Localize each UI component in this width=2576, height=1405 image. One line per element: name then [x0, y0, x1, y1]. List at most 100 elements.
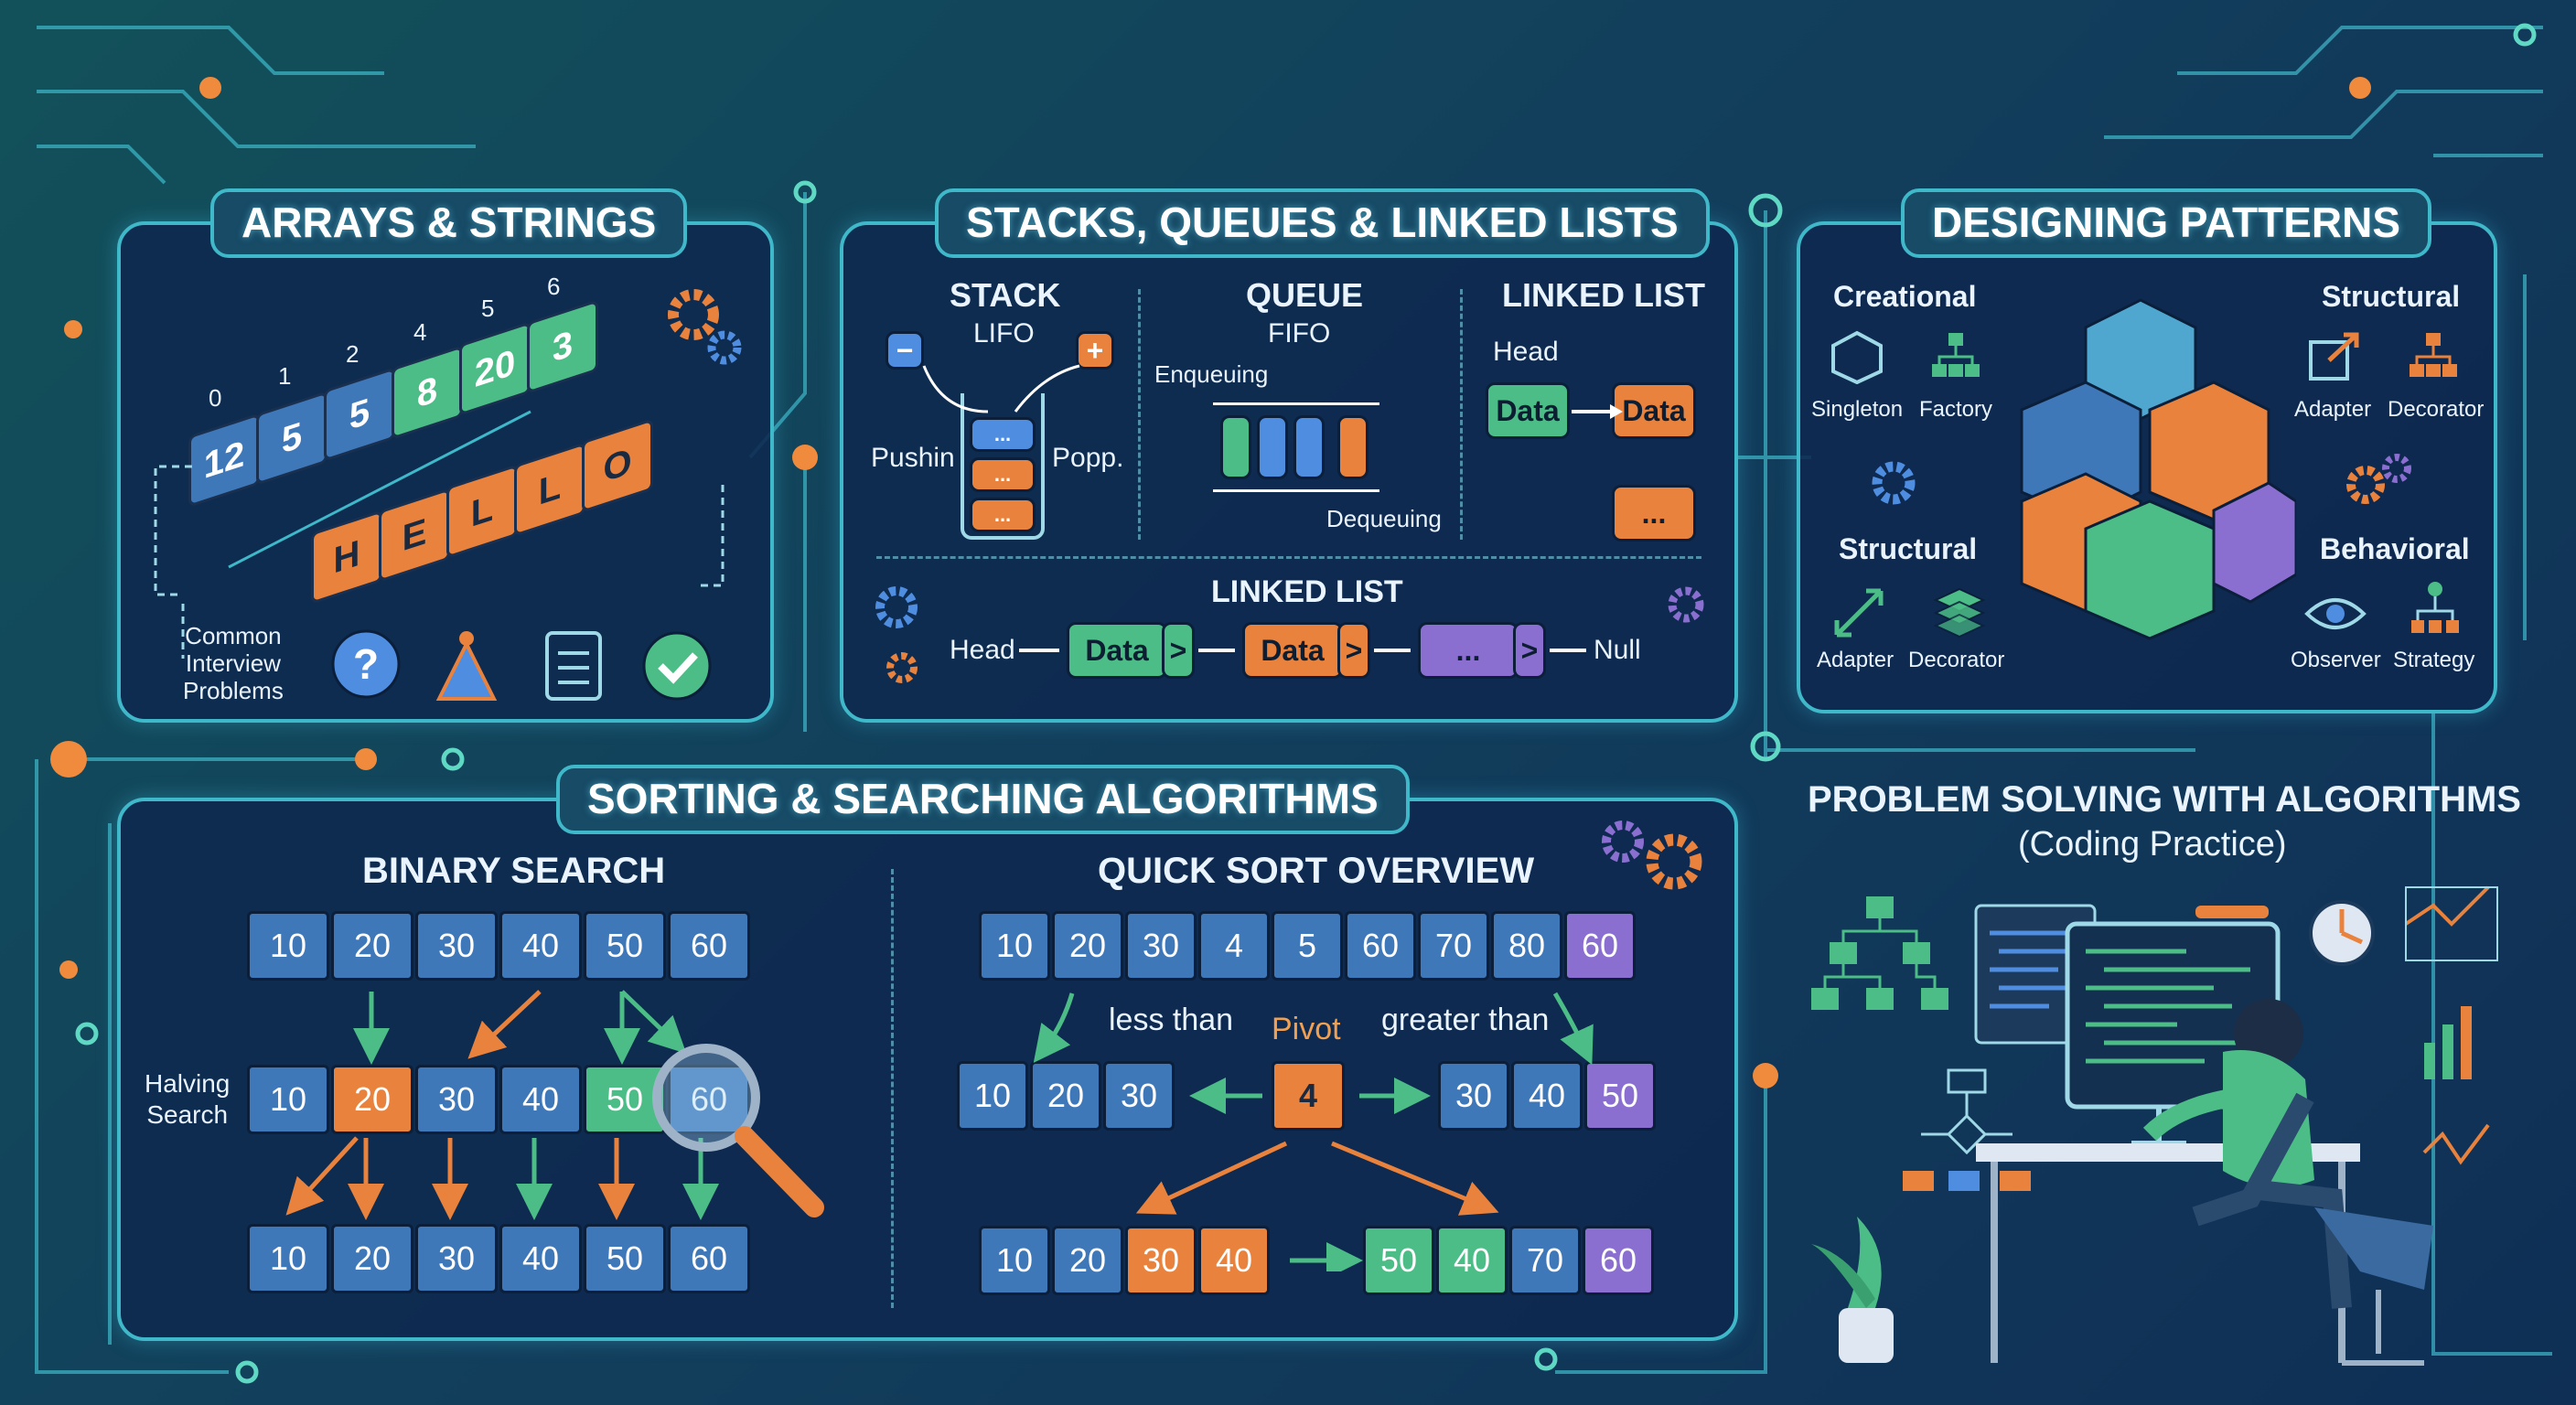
gear-icon: [1602, 820, 1702, 890]
gear-icon: [875, 586, 918, 683]
stacks-divider: [876, 556, 1701, 559]
structural-left-label: Structural: [1839, 532, 1978, 565]
strategy-icon: [2411, 582, 2459, 633]
question-icon: ?: [331, 629, 401, 699]
value-cell: 40: [499, 1065, 582, 1134]
value-cell: 10: [247, 911, 329, 981]
gear-icon: [2346, 454, 2411, 504]
array-index: 1: [278, 362, 292, 390]
quick-sort-title: QUICK SORT OVERVIEW: [1098, 851, 1535, 891]
factory-label: Factory: [1919, 397, 1993, 422]
value-cell: 10: [979, 911, 1050, 981]
magnifier-icon: [652, 1044, 824, 1217]
problem-subtitle: (Coding Practice): [2018, 825, 2287, 863]
less-than-label: less than: [1109, 1003, 1234, 1037]
binary-search-title: BINARY SEARCH: [362, 851, 666, 891]
stacks-vdivider: [1460, 289, 1463, 540]
common-problems-label: Common Interview Problems: [183, 622, 284, 704]
ll-node: Data: [1486, 382, 1570, 439]
ll2-node-ptr: >: [1337, 622, 1370, 679]
ll-head: Head: [1493, 337, 1559, 367]
ll-node: ...: [1612, 485, 1696, 542]
stacks-vdivider: [1138, 289, 1141, 540]
queue-item: [1257, 415, 1288, 479]
push-plus-button: +: [1076, 331, 1114, 370]
value-cell: 30: [1103, 1061, 1175, 1131]
adapter-icon: [1834, 588, 1884, 638]
gear-icon: [1872, 461, 1916, 505]
patterns-title: DESIGNING PATTERNS: [1901, 188, 2431, 258]
stack-arrows: [922, 364, 1080, 413]
value-cell: 30: [1125, 911, 1197, 981]
value-cell: 60: [668, 1065, 750, 1134]
value-cell: 20: [331, 1224, 413, 1293]
thinking-icon: [435, 631, 498, 701]
ll2-node-ptr: >: [1162, 622, 1195, 679]
array-index: 5: [481, 295, 495, 322]
value-cell: 50: [584, 1224, 666, 1293]
value-cell: 50: [1584, 1061, 1656, 1131]
value-cell: 10: [247, 1224, 329, 1293]
dequeue-label: Dequeuing: [1326, 505, 1442, 532]
adapter-icon: [2309, 332, 2359, 381]
ll-title: LINKED LIST: [1502, 276, 1705, 314]
queue-item: [1220, 415, 1251, 479]
singleton-icon: [1831, 330, 1883, 384]
adapter-top-label: Adapter: [2294, 397, 2372, 422]
bs-arrows: [285, 990, 719, 1220]
ll-arrows: [1572, 404, 1623, 419]
ll2-title: LINKED LIST: [1211, 574, 1403, 609]
value-cell: 20: [331, 911, 413, 981]
value-cell: 30: [1438, 1061, 1509, 1131]
decorator-icon: [1933, 587, 1986, 638]
value-cell: 40: [499, 1224, 582, 1293]
enqueue-label: Enqueuing: [1154, 360, 1269, 388]
value-cell: 60: [1564, 911, 1636, 981]
value-cell: 10: [247, 1065, 329, 1134]
sorting-vdivider: [891, 869, 894, 1308]
stacks-title: STACKS, QUEUES & LINKED LISTS: [935, 188, 1710, 258]
value-cell: 10: [979, 1226, 1050, 1295]
arrays-title: ARRAYS & STRINGS: [210, 188, 688, 258]
svg-text:?: ?: [353, 640, 379, 688]
value-cell: 50: [1363, 1226, 1434, 1295]
stack-item: ...: [970, 417, 1036, 452]
queue-title: QUEUE: [1246, 276, 1364, 314]
value-cell: 80: [1491, 911, 1562, 981]
value-cell: 20: [1052, 911, 1123, 981]
value-cell: 30: [415, 1224, 498, 1293]
value-cell: 50: [584, 1065, 666, 1134]
value-cell: 30: [1125, 1226, 1197, 1295]
pop-minus-button: −: [886, 331, 924, 370]
singleton-label: Singleton: [1811, 397, 1904, 422]
ll2-null: Null: [1594, 635, 1641, 665]
array-index: 0: [209, 384, 222, 412]
creational-label: Creational: [1833, 280, 1977, 313]
value-cell: 20: [1052, 1226, 1123, 1295]
puzzle-cube-illustration: [2020, 298, 2296, 640]
gear-icon: [1668, 586, 1704, 623]
ll2-node-ptr: >: [1513, 622, 1546, 679]
value-cell: 40: [1436, 1226, 1508, 1295]
value-cell: 70: [1418, 911, 1489, 981]
value-cell: 5: [1272, 911, 1343, 981]
pop-label: Popp.: [1052, 443, 1124, 473]
stack-item: ...: [970, 498, 1036, 532]
array-index: 2: [346, 340, 360, 368]
structural-top-label: Structural: [2322, 280, 2461, 313]
ll2-node: Data: [1242, 622, 1343, 679]
checklist-icon: [545, 631, 602, 701]
problem-title: PROBLEM SOLVING WITH ALGORITHMS: [1808, 779, 2521, 820]
stack-container: [961, 393, 1045, 540]
stack-sub: LIFO: [973, 318, 1035, 349]
greater-than-label: greater than: [1381, 1003, 1550, 1037]
array-flow-lines: [154, 410, 724, 659]
value-cell: 40: [1511, 1061, 1583, 1131]
pivot-label: Pivot: [1272, 1012, 1341, 1046]
value-cell: 50: [584, 911, 666, 981]
stack-title: STACK: [950, 276, 1061, 314]
coding-workstation-illustration: [1811, 885, 2498, 1366]
qs-arrows: [1033, 992, 1594, 1271]
observer-label: Observer: [2291, 648, 2381, 672]
